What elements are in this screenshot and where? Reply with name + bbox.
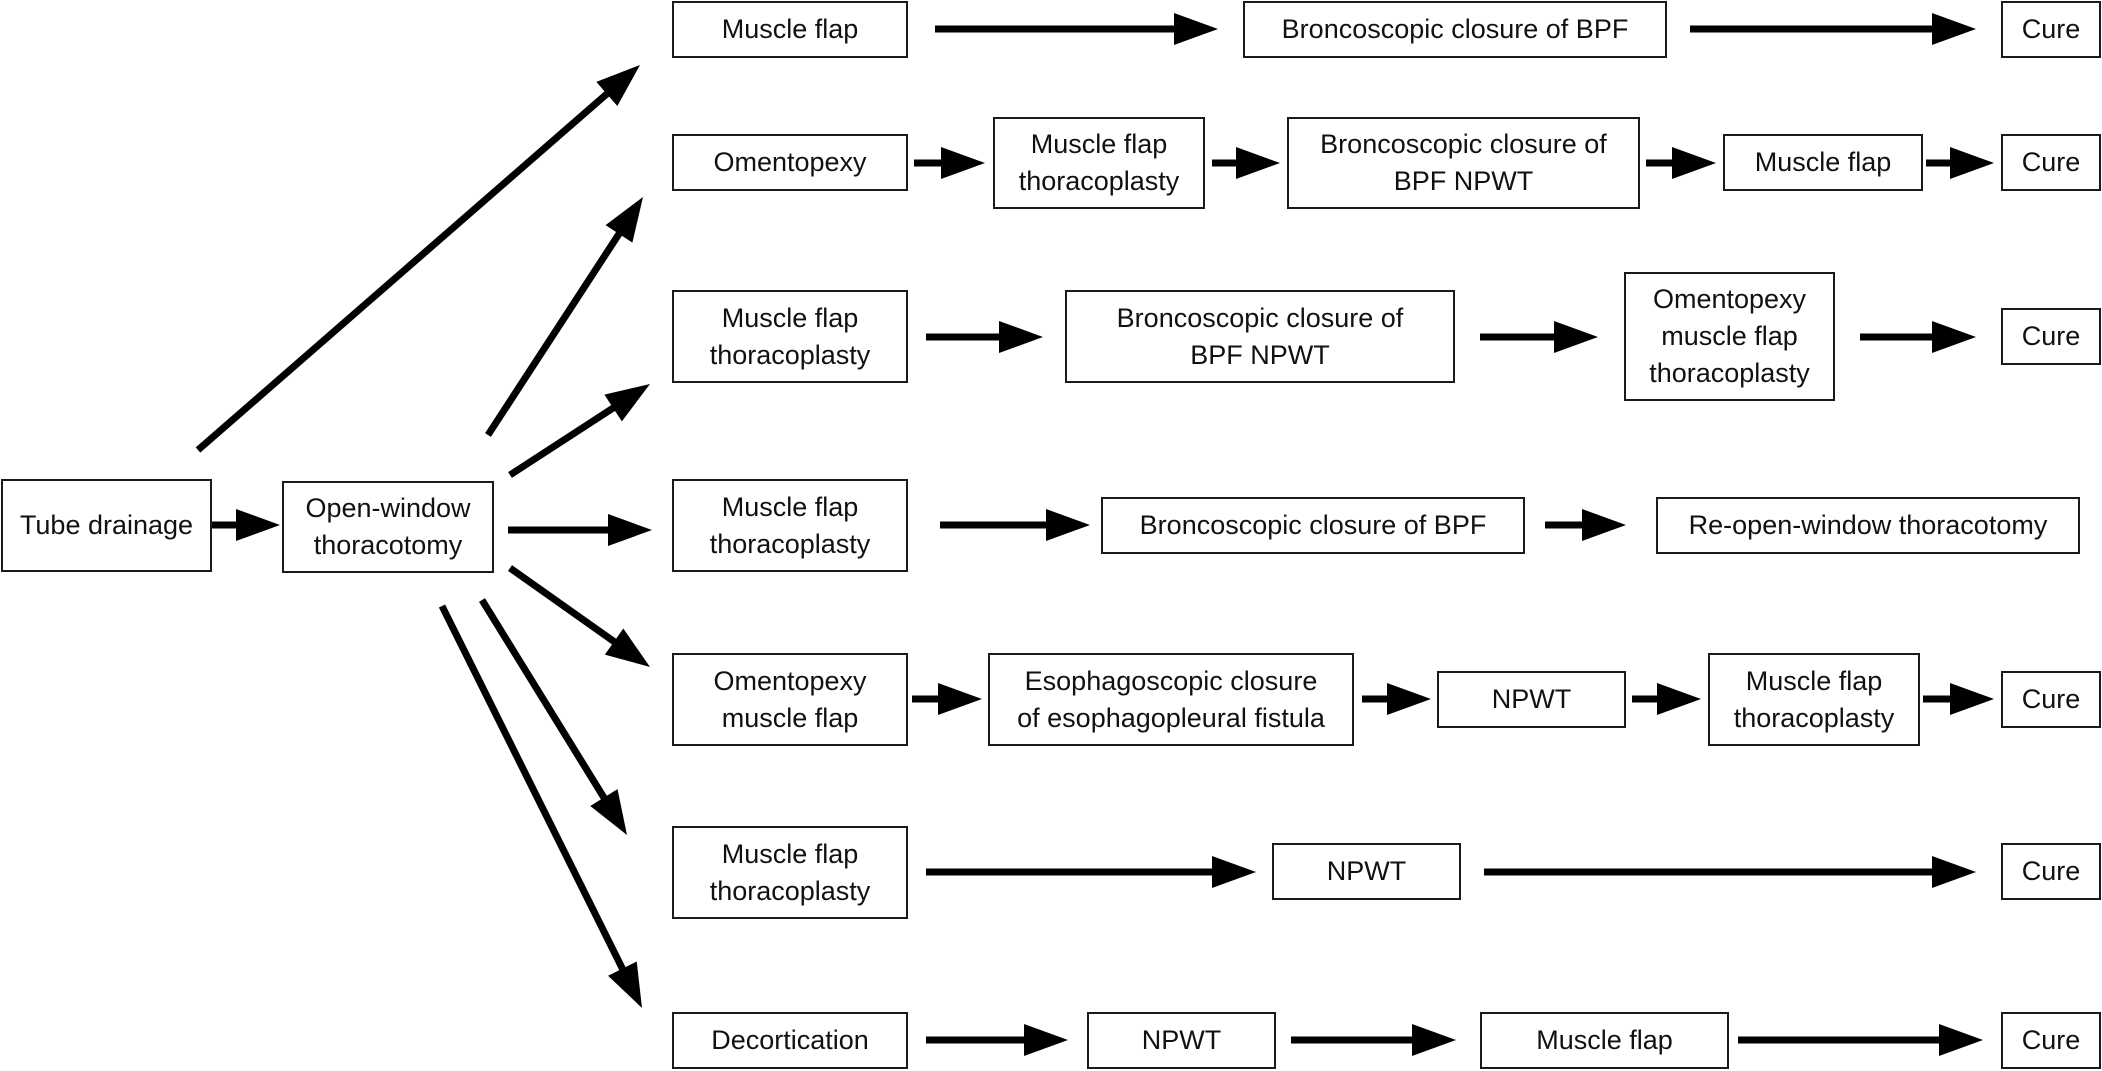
arrow-head bbox=[1582, 509, 1626, 541]
r1-bronchoscopic-closure: Broncoscopic closure of BPF bbox=[1243, 1, 1667, 58]
r6-muscle-flap-thoracoplasty: Muscle flap thoracoplasty bbox=[672, 826, 908, 919]
r2-muscle-flap: Muscle flap bbox=[1723, 134, 1923, 191]
arrow-head bbox=[999, 321, 1043, 353]
arrow-head bbox=[608, 514, 652, 546]
r7-npwt: NPWT bbox=[1087, 1012, 1276, 1069]
r3-cure: Cure bbox=[2001, 308, 2101, 365]
arrow-shaft bbox=[479, 598, 608, 802]
r3-omentopexy-muscle-flap-thoracoplasty: Omentopexy muscle flap thoracoplasty bbox=[1624, 272, 1835, 401]
r7-cure: Cure bbox=[2001, 1012, 2101, 1069]
r5-npwt: NPWT bbox=[1437, 671, 1626, 728]
arrow-shaft bbox=[507, 565, 618, 646]
r6-npwt: NPWT bbox=[1272, 843, 1461, 900]
arrow-head bbox=[1236, 147, 1280, 179]
arrow-shaft bbox=[195, 89, 611, 453]
arrow-head bbox=[1387, 683, 1431, 715]
arrow-head bbox=[605, 197, 643, 243]
r1-muscle-flap: Muscle flap bbox=[672, 1, 908, 58]
open-window-thoracotomy-box: Open-window thoracotomy bbox=[282, 481, 494, 573]
r2-bronchoscopic-closure-npwt: Broncoscopic closure of BPF NPWT bbox=[1287, 117, 1640, 209]
arrow-head bbox=[590, 789, 627, 835]
arrow-head bbox=[596, 65, 640, 106]
r4-muscle-flap-thoracoplasty: Muscle flap thoracoplasty bbox=[672, 479, 908, 572]
arrow-shaft bbox=[508, 403, 617, 478]
r5-omentopexy-muscle-flap: Omentopexy muscle flap bbox=[672, 653, 908, 746]
r1-cure: Cure bbox=[2001, 1, 2101, 58]
arrow-head bbox=[1412, 1024, 1456, 1056]
r5-esophagoscopic-closure: Esophagoscopic closure of esophagopleura… bbox=[988, 653, 1354, 746]
tube-drainage-box: Tube drainage bbox=[1, 479, 212, 572]
arrow-head bbox=[1212, 856, 1256, 888]
arrow-head bbox=[608, 961, 642, 1008]
arrow-head bbox=[1174, 13, 1218, 45]
r6-cure: Cure bbox=[2001, 843, 2101, 900]
arrow-head bbox=[604, 384, 650, 422]
r2-cure: Cure bbox=[2001, 134, 2101, 191]
arrow-head bbox=[1932, 321, 1976, 353]
r7-decortication: Decortication bbox=[672, 1012, 908, 1069]
arrow-head bbox=[1932, 856, 1976, 888]
arrow-head bbox=[1657, 683, 1701, 715]
arrow-head bbox=[1950, 147, 1994, 179]
r7-muscle-flap: Muscle flap bbox=[1480, 1012, 1729, 1069]
arrow-shaft bbox=[438, 604, 627, 972]
r3-muscle-flap-thoracoplasty: Muscle flap thoracoplasty bbox=[672, 290, 908, 383]
arrow-head bbox=[236, 509, 280, 541]
arrow-head bbox=[1672, 147, 1716, 179]
arrow-head bbox=[1554, 321, 1598, 353]
r4-re-open-window-thoracotomy: Re-open-window thoracotomy bbox=[1656, 497, 2080, 554]
arrow-head bbox=[1950, 683, 1994, 715]
arrow-head bbox=[938, 683, 982, 715]
arrow-head bbox=[1932, 13, 1976, 45]
r2-muscle-flap-thoracoplasty: Muscle flap thoracoplasty bbox=[993, 117, 1205, 209]
arrow-head bbox=[604, 628, 650, 667]
arrow-head bbox=[941, 147, 985, 179]
r5-cure: Cure bbox=[2001, 671, 2101, 728]
arrow-head bbox=[1046, 509, 1090, 541]
arrow-head bbox=[1939, 1024, 1983, 1056]
r3-bronchoscopic-closure-npwt: Broncoscopic closure of BPF NPWT bbox=[1065, 290, 1455, 383]
r2-omentopexy: Omentopexy bbox=[672, 134, 908, 191]
r4-bronchoscopic-closure: Broncoscopic closure of BPF bbox=[1101, 497, 1525, 554]
arrow-shaft bbox=[485, 230, 624, 437]
arrow-head bbox=[1024, 1024, 1068, 1056]
r5-muscle-flap-thoracoplasty: Muscle flap thoracoplasty bbox=[1708, 653, 1920, 746]
